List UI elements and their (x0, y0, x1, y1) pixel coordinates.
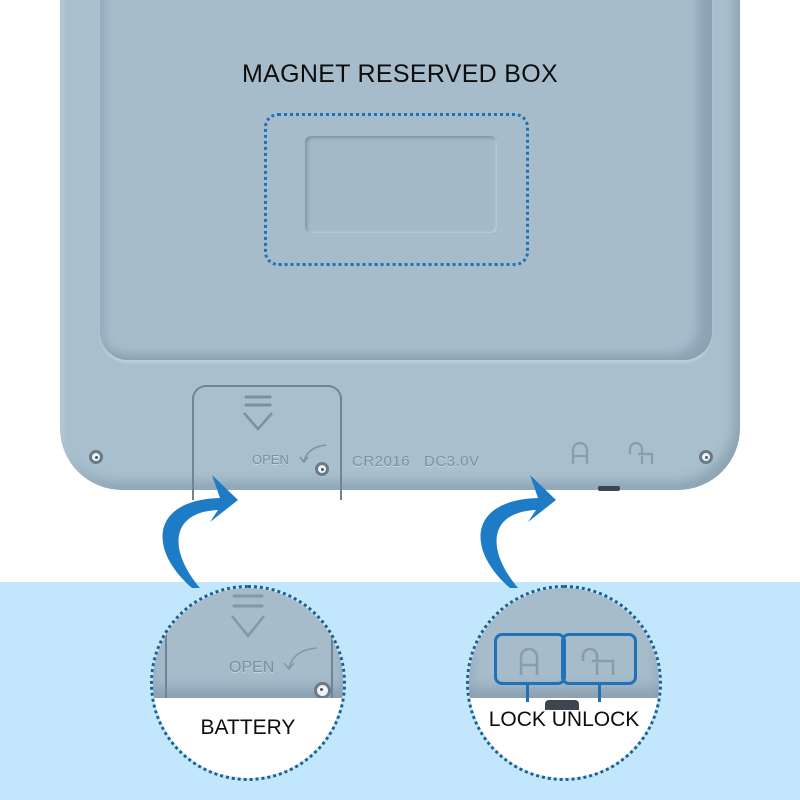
battery-label: BATTERY (200, 716, 296, 739)
curved-arrow-lock-icon (480, 475, 556, 588)
screw-right (699, 450, 713, 464)
magnet-slot (305, 136, 497, 233)
battery-door[interactable] (192, 385, 342, 500)
open-label-closeup: OPEN (229, 659, 275, 676)
rotate-arrow-icon (299, 444, 327, 464)
screw-closeup (314, 682, 331, 699)
unlock-leader-line (598, 684, 601, 702)
unlock-closeup-icon (581, 647, 615, 675)
lock-highlight-box (494, 633, 566, 685)
lock-leader-line (526, 684, 529, 702)
lock-icon (571, 441, 589, 464)
slide-down-arrow-closeup-icon (231, 594, 265, 639)
lock-closeup-icon (519, 647, 539, 675)
lock-switch[interactable] (598, 486, 620, 491)
battery-spec-text: CR2016 DC3.0V (352, 453, 480, 470)
lock-callout: LOCK UNLOCK (466, 585, 662, 781)
magnet-box-title: MAGNET RESERVED BOX (242, 60, 558, 88)
unlock-highlight-box (561, 633, 637, 685)
lock-unlock-label: LOCK UNLOCK (488, 708, 640, 731)
detail-band (0, 582, 800, 800)
battery-door-closeup (165, 588, 333, 712)
battery-callout-closeup: OPEN (153, 588, 343, 712)
open-label: OPEN (252, 452, 289, 467)
battery-door-screw (315, 462, 329, 476)
curved-arrow-battery-icon (162, 475, 238, 588)
magnet-box-highlight (264, 113, 529, 266)
lock-switch-closeup (545, 700, 579, 710)
battery-callout: OPEN BATTERY (150, 585, 346, 781)
screw-left (89, 450, 103, 464)
unlock-icon (628, 441, 654, 464)
slide-down-arrow-icon (243, 395, 273, 431)
rotate-arrow-closeup-icon (283, 647, 318, 671)
